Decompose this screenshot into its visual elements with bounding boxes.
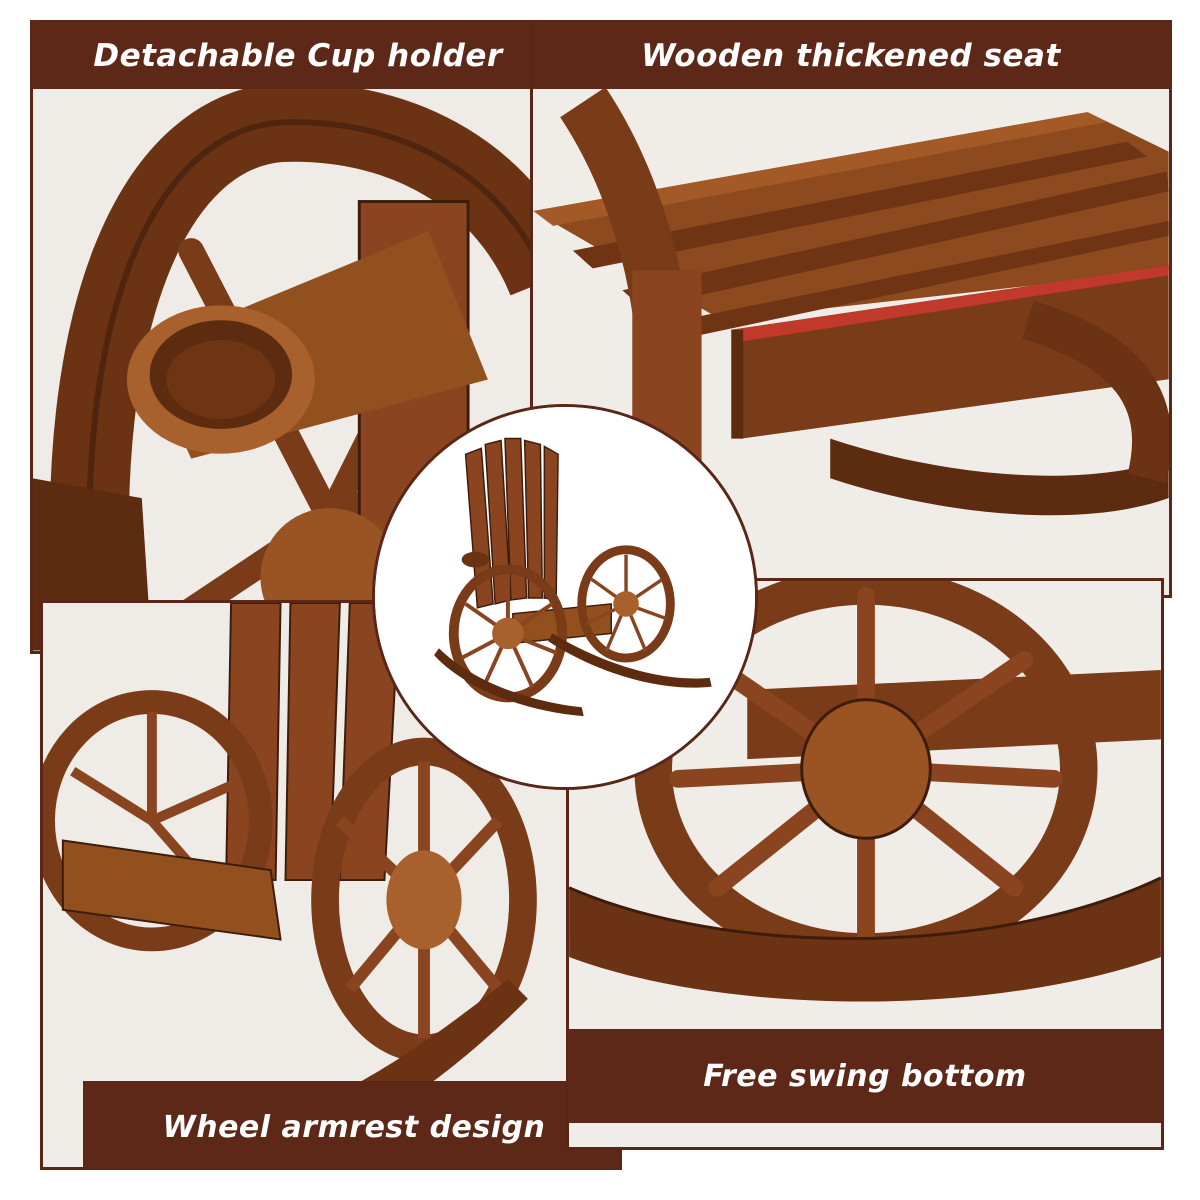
rocking-chair-photo [375, 407, 755, 787]
cup-holder-panel: Detachable Cup holder [30, 20, 566, 654]
bottom-caption: Free swing bottom [569, 1029, 1161, 1123]
seat-panel: Wooden thickened seat [530, 20, 1172, 598]
seat-caption: Wooden thickened seat [533, 23, 1169, 89]
seat-photo [533, 23, 1169, 595]
cup-holder-photo [33, 23, 563, 651]
cup-holder-caption: Detachable Cup holder [33, 23, 563, 89]
full-chair-circle [372, 404, 758, 790]
armrest-caption: Wheel armrest design [83, 1081, 619, 1167]
